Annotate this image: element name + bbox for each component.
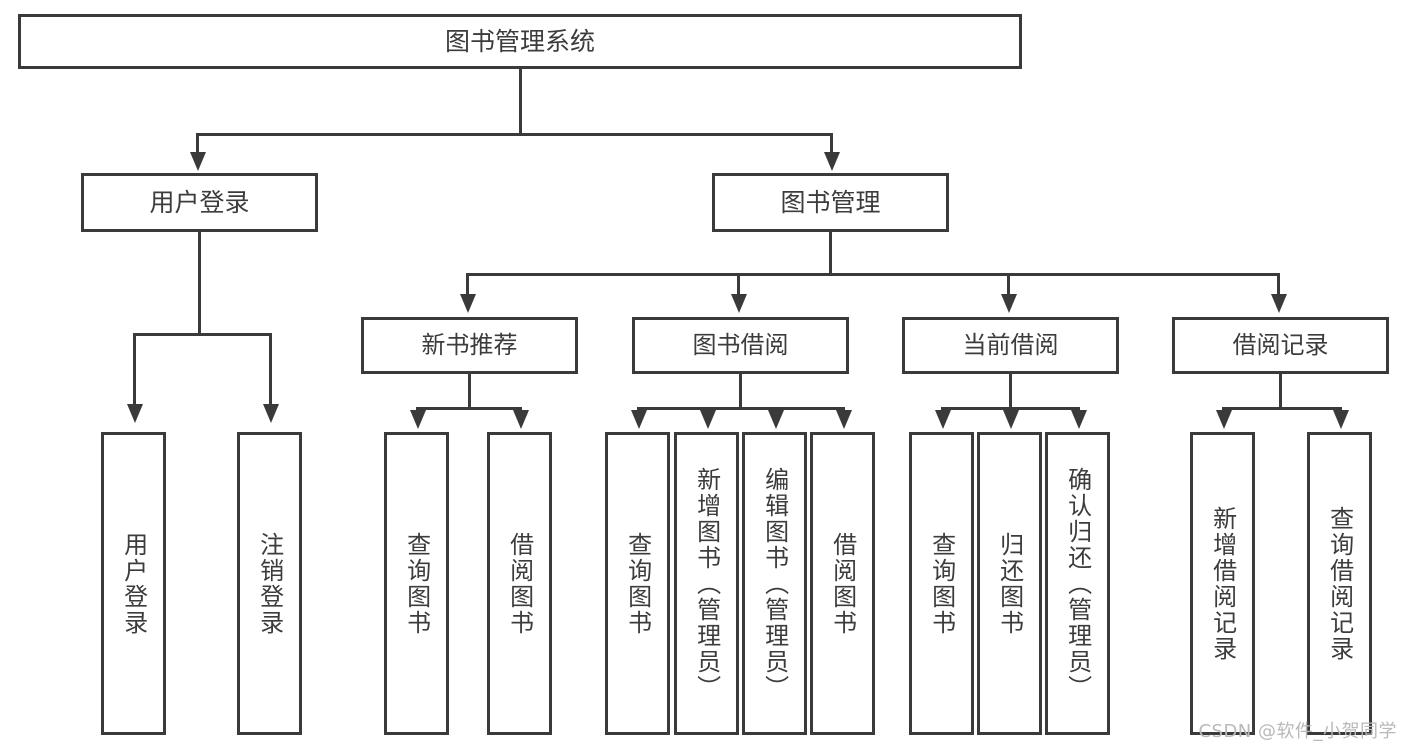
node-label: 借阅图书	[828, 531, 857, 636]
node-book-borrow[interactable]: 图书借阅	[632, 317, 849, 374]
node-label: 借阅图书	[505, 531, 534, 636]
edge-book-borrow-bus	[637, 407, 844, 410]
node-label: 新增图书（管理员）	[692, 466, 721, 701]
node-label: 借阅记录	[1232, 331, 1329, 360]
edge-bb-to-leaf-4	[842, 407, 845, 412]
arrow-down-icon	[1271, 294, 1287, 313]
leaf-borrow-book[interactable]: 借阅图书	[810, 432, 875, 735]
arrow-down-icon	[824, 152, 840, 171]
node-label: 用户登录	[119, 531, 148, 636]
edge-root-stem	[519, 69, 522, 133]
node-user-login[interactable]: 用户登录	[81, 173, 318, 232]
edge-borrow-record-bus	[1222, 407, 1339, 410]
leaf-confirm-return-admin[interactable]: 确认归还（管理员）	[1045, 432, 1110, 735]
node-current-borrow[interactable]: 当前借阅	[902, 317, 1119, 374]
node-new-book-recommendation[interactable]: 新书推荐	[361, 317, 578, 374]
edge-bm-to-borrow-record	[1277, 273, 1280, 297]
node-label: 查询图书	[402, 531, 431, 636]
arrow-down-icon	[513, 410, 529, 429]
edge-bm-to-book-borrow	[737, 273, 740, 297]
edge-br-to-leaf-2	[1339, 407, 1342, 412]
arrow-down-icon	[1333, 410, 1349, 429]
arrow-down-icon	[768, 410, 784, 429]
edge-cb-to-leaf-3	[1077, 407, 1080, 412]
edge-bb-to-leaf-2	[706, 407, 709, 412]
node-label: 新书推荐	[421, 331, 518, 360]
arrow-down-icon	[1216, 410, 1232, 429]
edge-cb-to-leaf-1	[941, 407, 944, 412]
node-label: 编辑图书（管理员）	[760, 466, 789, 701]
node-label: 用户登录	[149, 187, 250, 217]
edge-bb-to-leaf-1	[637, 407, 640, 412]
node-book-management[interactable]: 图书管理	[712, 173, 949, 232]
edge-book-borrow-stem	[739, 374, 742, 407]
arrow-down-icon	[935, 410, 951, 429]
edge-bm-to-current-borrow	[1007, 273, 1010, 297]
arrow-down-icon	[700, 410, 716, 429]
edge-new-book-to-leaf-1	[416, 407, 419, 412]
edge-new-book-stem	[468, 374, 471, 407]
node-label: 归还图书	[995, 531, 1024, 636]
arrow-down-icon	[1071, 410, 1087, 429]
arrow-down-icon	[460, 294, 476, 313]
edge-user-login-to-leaf-1	[133, 333, 136, 407]
edge-book-management-stem	[829, 232, 832, 273]
leaf-borrow-book-new[interactable]: 借阅图书	[487, 432, 552, 735]
leaf-query-book-borrow[interactable]: 查询图书	[605, 432, 670, 735]
arrow-down-icon	[190, 152, 206, 171]
edge-new-book-to-leaf-2	[519, 407, 522, 412]
arrow-down-icon	[410, 410, 426, 429]
edge-user-login-to-leaf-2	[269, 333, 272, 407]
edge-book-management-bus	[466, 273, 1280, 276]
arrow-down-icon	[731, 294, 747, 313]
leaf-edit-book-admin[interactable]: 编辑图书（管理员）	[742, 432, 807, 735]
node-label: 新增借阅记录	[1208, 505, 1237, 662]
arrow-down-icon	[1003, 410, 1019, 429]
edge-root-bus	[196, 133, 833, 136]
edge-root-to-user-login	[196, 133, 199, 157]
leaf-query-book-new[interactable]: 查询图书	[384, 432, 449, 735]
node-label: 确认归还（管理员）	[1063, 466, 1092, 701]
edge-cb-to-leaf-2	[1009, 407, 1012, 412]
leaf-add-book-admin[interactable]: 新增图书（管理员）	[674, 432, 739, 735]
arrow-down-icon	[127, 404, 143, 423]
edge-user-login-bus	[133, 333, 272, 336]
arrow-down-icon	[631, 410, 647, 429]
node-label: 图书管理系统	[444, 26, 595, 56]
leaf-add-borrow-record[interactable]: 新增借阅记录	[1190, 432, 1255, 735]
leaf-query-book-current[interactable]: 查询图书	[909, 432, 974, 735]
node-label: 当前借阅	[962, 331, 1059, 360]
leaf-return-book[interactable]: 归还图书	[977, 432, 1042, 735]
leaf-user-login[interactable]: 用户登录	[101, 432, 166, 735]
node-label: 查询图书	[623, 531, 652, 636]
edge-current-borrow-stem	[1009, 374, 1012, 407]
edge-bb-to-leaf-3	[774, 407, 777, 412]
arrow-down-icon	[836, 410, 852, 429]
leaf-logout[interactable]: 注销登录	[237, 432, 302, 735]
node-label: 图书管理	[780, 187, 881, 217]
edge-new-book-bus	[416, 407, 522, 410]
arrow-down-icon	[1001, 294, 1017, 313]
node-borrow-record[interactable]: 借阅记录	[1172, 317, 1389, 374]
edge-bm-to-new-book	[466, 273, 469, 297]
edge-root-to-book-management	[830, 133, 833, 157]
leaf-query-borrow-record[interactable]: 查询借阅记录	[1307, 432, 1372, 735]
node-label: 查询借阅记录	[1325, 505, 1354, 662]
node-label: 注销登录	[255, 531, 284, 636]
node-root-book-management-system[interactable]: 图书管理系统	[18, 14, 1022, 69]
node-label: 图书借阅	[692, 331, 789, 360]
edge-borrow-record-stem	[1279, 374, 1282, 407]
arrow-down-icon	[263, 404, 279, 423]
edge-user-login-stem	[198, 232, 201, 333]
edge-br-to-leaf-1	[1222, 407, 1225, 412]
node-label: 查询图书	[927, 531, 956, 636]
